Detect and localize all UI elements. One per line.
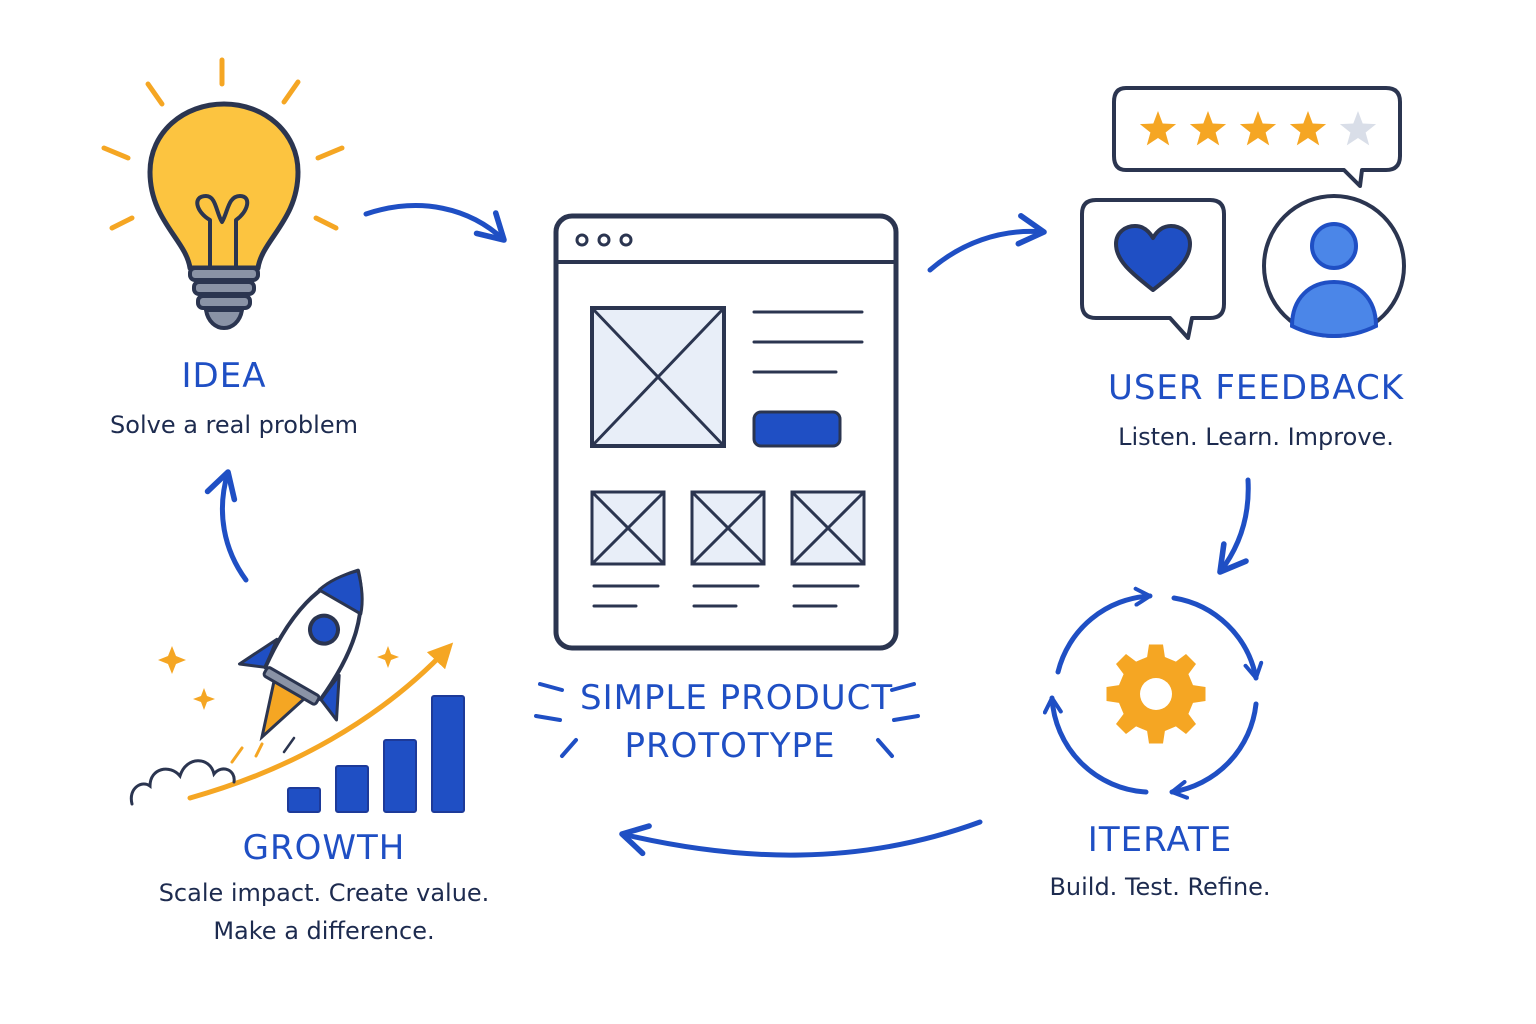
- user-avatar-icon: [1262, 194, 1406, 339]
- iterate-subtitle: Build. Test. Refine.: [1049, 873, 1271, 901]
- arrow-growth-to-idea: [204, 469, 249, 583]
- sparkle-icon: [158, 646, 399, 710]
- growth-subtitle-line2: Make a difference.: [213, 917, 435, 945]
- arrow-feedback-to-iterate: [1217, 477, 1251, 575]
- iterate-title: ITERATE: [1087, 820, 1233, 860]
- arrow-idea-to-prototype: [363, 203, 507, 243]
- growth-title: GROWTH: [242, 828, 406, 868]
- prototype-title-line2: PROTOTYPE: [624, 726, 836, 766]
- star-filled-icon: [1139, 111, 1177, 146]
- arrow-prototype-to-feedback: [927, 213, 1047, 273]
- speed-lines: [230, 742, 264, 764]
- rocket-icon: [238, 568, 364, 742]
- heart-bubble-icon: [1080, 198, 1226, 340]
- growth-trend-arrow: [187, 642, 454, 801]
- star-filled-icon: [1239, 111, 1277, 146]
- star-filled-icon: [1189, 111, 1227, 146]
- star-filled-icon: [1289, 111, 1327, 146]
- idea-title: IDEA: [181, 356, 267, 396]
- prototype-title-line1: SIMPLE PRODUCT: [580, 678, 894, 718]
- cloud-puff: [129, 759, 236, 806]
- star-empty-icon: [1339, 111, 1377, 146]
- bar-chart-icon: [287, 695, 465, 813]
- lightbulb-icon: [101, 57, 345, 331]
- wireframe-window-icon: [553, 213, 899, 651]
- prototype-emphasis-marks: [534, 682, 920, 758]
- feedback-subtitle: Listen. Learn. Improve.: [1118, 423, 1394, 451]
- gear-cycle-icon: [1042, 586, 1264, 800]
- growth-subtitle-line1: Scale impact. Create value.: [158, 879, 490, 907]
- star-rating-bubble-icon: [1112, 86, 1402, 188]
- feedback-title: USER FEEDBACK: [1107, 368, 1405, 408]
- idea-subtitle: Solve a real problem: [110, 411, 358, 439]
- arrow-iterate-to-prototype: [619, 819, 983, 858]
